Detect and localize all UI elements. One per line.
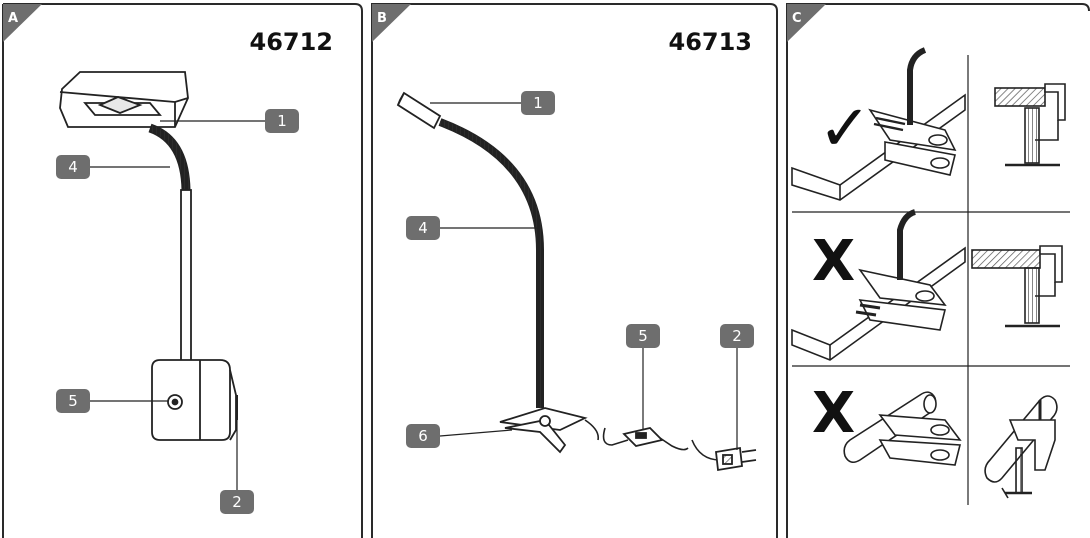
panel-a-letter: A <box>8 11 18 26</box>
callout-badge <box>265 109 299 133</box>
callout-badge <box>626 324 660 348</box>
clip-correct <box>868 47 957 176</box>
gooseneck-arm <box>438 118 544 408</box>
clip-wrong-edge <box>855 209 947 331</box>
callout-label: 4 <box>418 219 428 237</box>
callout-badge <box>720 324 754 348</box>
clamp-diagram-wrong <box>971 245 1063 328</box>
panel-a-frame <box>2 3 363 538</box>
callout-badge <box>56 389 90 413</box>
lamp-stem <box>180 189 192 363</box>
panel-b-tab <box>372 4 411 42</box>
callout-label: 2 <box>732 327 742 345</box>
table-edge-wrong <box>791 246 966 361</box>
panel-b-frame <box>371 3 778 538</box>
panel-a-tab <box>3 4 42 42</box>
callout-label: 5 <box>638 327 648 345</box>
clip-base <box>499 407 588 454</box>
square-lamp-head <box>59 71 189 128</box>
panel-b-letter: B <box>377 11 387 26</box>
cross-mark-icon: X <box>812 381 855 446</box>
power-cable <box>584 419 739 461</box>
callout-label: 2 <box>232 493 242 511</box>
callout-label: 6 <box>418 427 428 445</box>
clamp-on-pipe-diagram <box>984 395 1058 499</box>
callout-label: 1 <box>277 112 287 130</box>
panel-b: B 46713 1 <box>371 3 778 538</box>
clip-on-pipe <box>843 391 962 466</box>
clamp-diagram-correct <box>994 83 1066 167</box>
panel-b-model-number: 46713 <box>669 28 753 56</box>
callout-badge <box>521 91 555 115</box>
panel-a-model-number: 46712 <box>250 28 334 56</box>
callout-badge <box>56 155 90 179</box>
inline-switch <box>622 427 664 447</box>
power-plug <box>715 446 757 472</box>
callout-label: 5 <box>68 392 78 410</box>
cross-mark-icon: X <box>812 229 855 294</box>
callout-badge <box>220 490 254 514</box>
panel-a: A 46712 1 4 5 <box>2 3 363 538</box>
callout-label: 1 <box>533 94 543 112</box>
panel-c-tab <box>787 4 826 42</box>
callout-badge <box>406 424 440 448</box>
panel-c-frame <box>786 3 1090 538</box>
leader-line <box>439 429 513 437</box>
checkmark-icon: ✓ <box>818 92 872 166</box>
callout-label: 4 <box>68 158 78 176</box>
panel-c-letter: C <box>792 11 802 26</box>
panel-c: C ✓ X <box>786 3 1090 538</box>
spot-lamp-head <box>396 91 442 130</box>
table-edge-correct <box>791 93 966 201</box>
wall-base-box <box>151 359 237 441</box>
callout-badge <box>406 216 440 240</box>
